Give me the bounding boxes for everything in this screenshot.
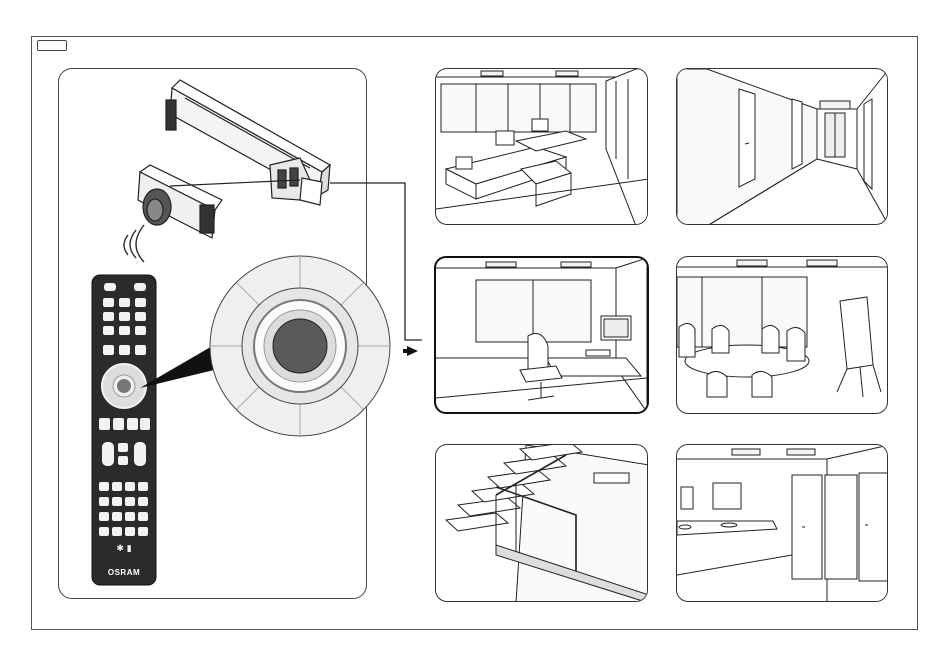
scene-meeting-room [676,256,888,414]
brand-logo: OSRAM [108,568,140,577]
scene-restroom [676,444,888,602]
scene-open-office [435,68,648,225]
scene-corridor [676,68,888,225]
remote-control: ✱ ▮ OSRAM [92,275,156,585]
scene-single-office[interactable] [434,256,649,414]
wireless-signal-icon [124,225,144,262]
scene-staircase [435,444,648,602]
dial-closeup [210,256,390,436]
svg-text:✱ ▮: ✱ ▮ [116,544,131,554]
